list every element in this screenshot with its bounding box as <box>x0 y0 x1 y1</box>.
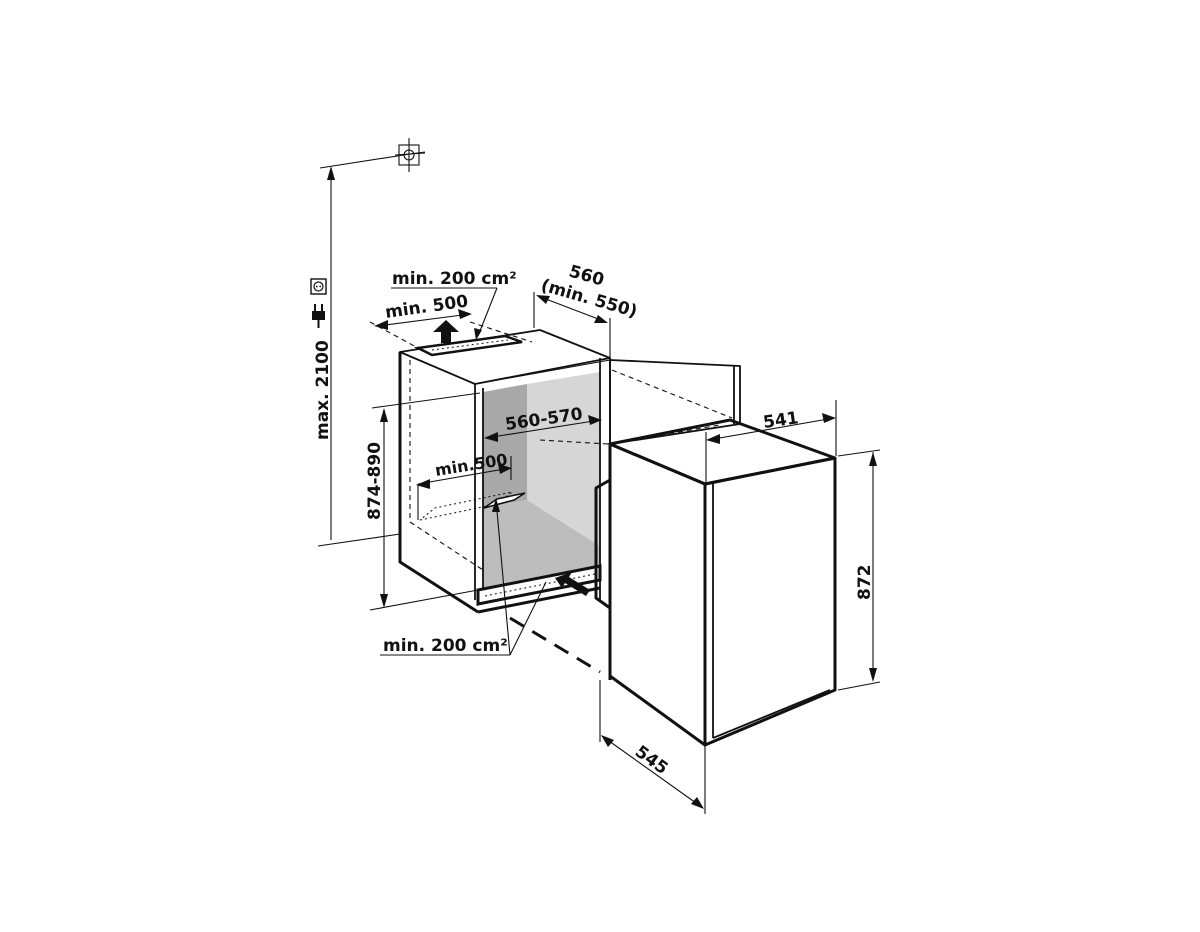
top-vent-area-dimension: min. 200 cm² <box>391 269 517 340</box>
crosshair-box-icon <box>394 138 426 172</box>
bottom-extension-line <box>509 616 601 674</box>
arrow-left-icon <box>555 572 590 596</box>
power-socket-icon <box>310 278 327 295</box>
max-height-label: max. 2100 <box>313 340 333 440</box>
niche-floor <box>483 500 600 590</box>
niche-side-wall <box>527 372 600 546</box>
ceiling-reference <box>319 138 426 172</box>
appliance-depth-dimension: 545 <box>599 680 706 814</box>
appliance-width-dimension: 541 <box>705 400 837 484</box>
top-vent-depth-label: min. 500 <box>384 292 470 323</box>
appliance-body <box>608 418 837 747</box>
niche-height-label: 874-890 <box>365 442 385 520</box>
max-height-dimension: max. 2100 <box>313 166 401 547</box>
niche-height-dimension: 874-890 <box>365 392 481 611</box>
niche-cabinet <box>369 321 721 680</box>
arrow-up-icon <box>433 320 459 343</box>
bottom-vent-area-dimension: min. 200 cm² <box>380 498 547 656</box>
top-vent-depth-dimension: min. 500 <box>374 292 472 330</box>
top-vent-area-label: min. 200 cm² <box>392 269 517 289</box>
power-plug-icon <box>312 304 325 328</box>
appliance-depth-label: 545 <box>631 742 671 779</box>
niche-back-wall <box>483 384 527 508</box>
bottom-vent-area-label: min. 200 cm² <box>383 636 508 656</box>
appliance-height-label: 872 <box>855 565 875 601</box>
niche-depth-dimension: 560 (min. 550) <box>533 262 639 358</box>
appliance-width-label: 541 <box>762 408 800 433</box>
appliance-height-dimension: 872 <box>837 449 881 691</box>
